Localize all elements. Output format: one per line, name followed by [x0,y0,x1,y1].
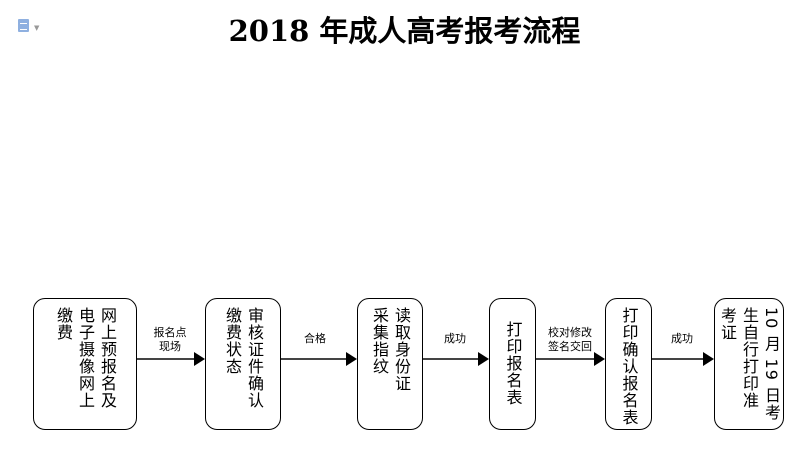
step-print-confirm-form: 打印确认报名表 [605,298,652,430]
edge-label: 报名点现场 [153,326,187,353]
edge-label: 成功 [671,332,693,345]
step-text: 打印报名表 [503,321,523,406]
arrow [423,352,489,366]
step-id-fingerprint: 读取身份证采集指纹 [357,298,423,430]
step-verify-documents: 审核证件确认缴费状态 [205,298,281,430]
arrow [137,352,205,366]
step-online-registration: 网上预报名及电子摄像网上缴费 [33,298,137,430]
arrow [281,352,357,366]
edge-label: 成功 [444,332,466,345]
page-title: 2018 年成人高考报考流程 [228,14,581,48]
edge-label: 合格 [304,332,326,345]
step-text: 10 月 19 日考生自行打印准考证 [718,307,781,421]
chevron-down-icon[interactable]: ▼ [34,24,40,32]
edge-label: 校对修改签名交回 [548,326,592,353]
arrow [652,352,714,366]
step-print-admission-ticket: 10 月 19 日考生自行打印准考证 [714,298,784,430]
arrow [536,352,605,366]
step-text: 打印确认报名表 [619,307,639,426]
step-text: 网上预报名及电子摄像网上缴费 [54,307,117,409]
step-text: 审核证件确认缴费状态 [223,307,264,409]
step-text: 读取身份证采集指纹 [370,307,411,392]
document-icon[interactable] [18,19,29,32]
step-print-form: 打印报名表 [489,298,536,430]
